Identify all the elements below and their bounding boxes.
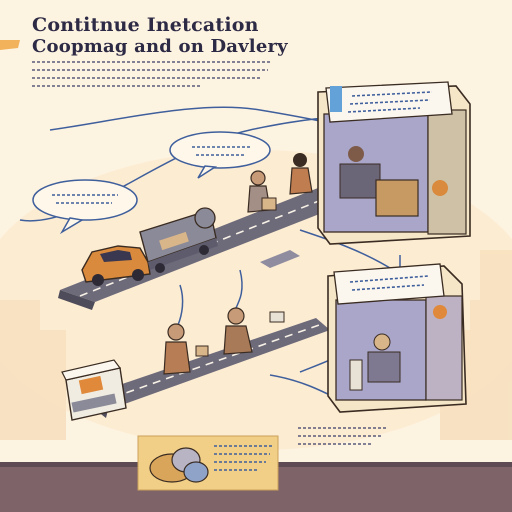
- coins-icon: [149, 447, 209, 483]
- person-icon: [163, 323, 191, 375]
- shipping-box-icon: [261, 197, 277, 211]
- notes-text-scribbles: [298, 427, 388, 445]
- page-subtitle: Coopmag and on Davlery: [32, 36, 288, 57]
- person-icon: [367, 333, 401, 383]
- staging-server-box: [327, 263, 467, 413]
- person-icon: [289, 153, 313, 195]
- car-icon: [81, 245, 151, 286]
- info-card: [137, 435, 279, 491]
- road-connector: [260, 250, 300, 268]
- shipping-box-icon: [269, 311, 285, 323]
- title-accent: [0, 40, 20, 50]
- barrel-icon: [194, 207, 216, 229]
- deployment-server-box: [317, 81, 471, 245]
- server-box-icon: [61, 359, 127, 421]
- shipping-box-icon: [375, 179, 419, 217]
- person-icon: [339, 146, 381, 199]
- description-text-scribbles: [32, 61, 272, 87]
- person-icon: [223, 307, 253, 355]
- skyline-background: [0, 250, 512, 440]
- speech-bubble-icon: [32, 179, 138, 235]
- speech-bubble-icon: [169, 131, 271, 179]
- page-title: Contitnue Inetcation: [32, 14, 259, 36]
- shipping-box-icon: [195, 345, 209, 357]
